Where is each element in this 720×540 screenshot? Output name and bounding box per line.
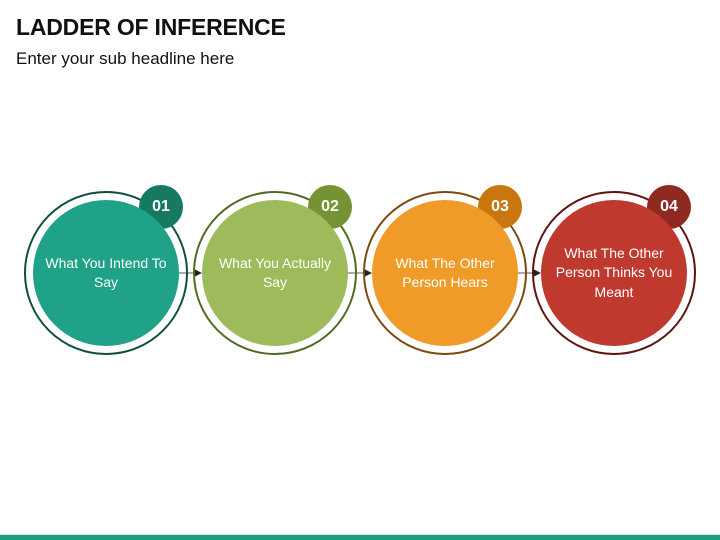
- stage-1-label: What You Intend To Say: [45, 254, 167, 291]
- stage-2-label: What You Actually Say: [218, 254, 332, 291]
- stage-3-number: 03: [491, 198, 509, 215]
- footer-divider: [0, 534, 720, 535]
- stage-2-ring: [193, 191, 357, 355]
- page-subtitle: Enter your sub headline here: [16, 49, 235, 68]
- stage-2: [193, 185, 357, 355]
- page-title: LADDER OF INFERENCE: [16, 14, 286, 40]
- stage-1-ring: [24, 191, 188, 355]
- stage-4-number: 04: [660, 198, 678, 215]
- stage-1: [24, 185, 188, 355]
- stage-3-label: What The Other Person Hears: [395, 254, 495, 291]
- stage-1-number: 01: [152, 198, 170, 215]
- stage-1-circle: [33, 200, 179, 346]
- stage-2-number: 02: [321, 198, 339, 215]
- stage-2-circle: [202, 200, 348, 346]
- stage-4: [532, 185, 696, 355]
- stage-3-circle: [372, 200, 518, 346]
- stage-3-ring: [363, 191, 527, 355]
- stage-4-ring: [532, 191, 696, 355]
- stage-4-circle: [541, 200, 687, 346]
- footer-accent-bar: [0, 535, 720, 540]
- stage-4-label: What The Other Person Thinks You Meant: [555, 244, 673, 300]
- stage-3: [363, 185, 527, 355]
